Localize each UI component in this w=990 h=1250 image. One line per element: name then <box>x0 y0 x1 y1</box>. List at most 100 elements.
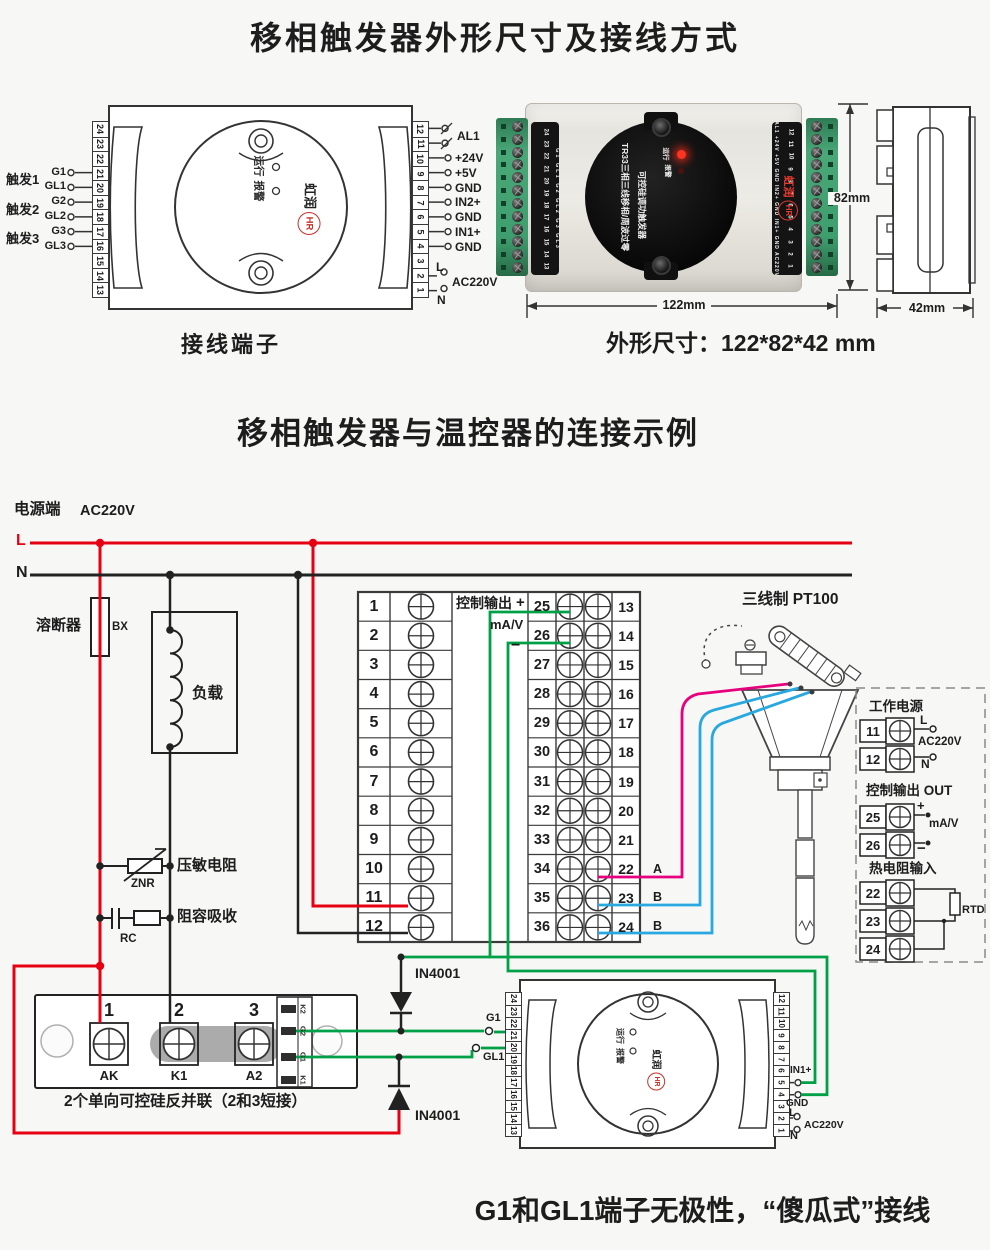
terminal-number: 11 <box>413 137 428 152</box>
terminal-number: 16 <box>506 1088 521 1100</box>
panel-t12: 12 <box>860 753 886 767</box>
screw-icon <box>811 224 822 235</box>
terminal-number: 17 <box>93 224 108 239</box>
terminal-number: 22 <box>535 150 555 162</box>
terminal-number: 20 <box>93 180 108 195</box>
caption-dimensions: 外形尺寸：122*82*42 mm <box>606 331 876 355</box>
screw-icon <box>512 262 523 273</box>
scr-2: 2 <box>160 1001 198 1020</box>
terminal-number: 23 <box>612 884 640 913</box>
green-terminal-row <box>498 158 526 171</box>
terminal-number: 13 <box>93 282 108 297</box>
terminal-number: 15 <box>506 1100 521 1112</box>
screw-icon <box>811 172 822 183</box>
gnd-label: GND <box>455 182 482 195</box>
g1-label: G1 <box>38 167 66 179</box>
wire-b2-label: B <box>653 920 662 933</box>
controller-col-1-12: 123456789101112 <box>358 592 390 942</box>
screw-icon <box>512 236 523 247</box>
gl3-label: GL3 <box>38 241 66 253</box>
green-terminal-row <box>498 184 526 197</box>
fuse-code: BX <box>112 621 128 633</box>
minus-label: − <box>511 638 520 655</box>
t2-alarm-label: 报警 <box>615 1048 626 1064</box>
p24v-label: +24V <box>455 152 483 165</box>
green-terminal-row <box>808 235 836 248</box>
screw-icon <box>512 224 523 235</box>
scr-3: 3 <box>235 1001 273 1020</box>
terminal-number: 14 <box>612 621 640 650</box>
screw-icon <box>512 249 523 260</box>
terminal-number: 8 <box>358 796 390 825</box>
terminal-number: 10 <box>780 150 800 162</box>
screw-icon <box>652 118 671 137</box>
terminal-number: 8 <box>774 1041 789 1053</box>
terminal-number: 25 <box>528 592 556 621</box>
panel-t24: 24 <box>860 943 886 957</box>
photo-model-text2: 可控硅调功触发器 <box>636 171 648 239</box>
t2-in1-label: IN1+ <box>790 1066 811 1077</box>
terminal-number: 2 <box>358 621 390 650</box>
diode-label-bottom: IN4001 <box>415 1108 460 1123</box>
hr-logo-icon: HR <box>647 1073 665 1091</box>
panel-mav: mA/V <box>929 818 958 830</box>
plus-label: + <box>516 595 525 611</box>
terminal-number: 21 <box>612 825 640 854</box>
hr-logo-icon: HR <box>297 212 320 235</box>
screw-icon <box>811 249 822 260</box>
terminal-number: 10 <box>358 854 390 883</box>
terminal-number: 22 <box>93 151 108 166</box>
terminal-number: 16 <box>93 239 108 254</box>
terminal-number: 18 <box>506 1065 521 1077</box>
rc-code: RC <box>120 933 137 945</box>
hr-logo-icon: HR <box>778 201 798 221</box>
wire-a-label: A <box>653 863 662 876</box>
terminal-number: 7 <box>774 1053 789 1065</box>
terminal-number: 1 <box>774 1124 789 1136</box>
footer-note: G1和GL1端子无极性，“傻瓜式”接线 <box>430 1196 975 1225</box>
terminal-number: 36 <box>528 913 556 942</box>
green-terminal-row <box>498 133 526 146</box>
terminal-number: 9 <box>774 1029 789 1041</box>
power-side-label: 电源端 <box>14 502 61 518</box>
line-l-label: L <box>16 533 26 550</box>
terminal-number: 32 <box>528 796 556 825</box>
green-terminal-row <box>498 146 526 159</box>
terminal-number: 22 <box>612 854 640 883</box>
terminal-number: 3 <box>358 650 390 679</box>
gate-k1: K1 <box>299 1075 308 1085</box>
terminal-number: 24 <box>612 913 640 942</box>
terminal-number: 6 <box>413 209 428 224</box>
green-terminal-row <box>808 120 836 133</box>
panel-t25: 25 <box>860 811 886 825</box>
al1-label: AL1 <box>457 130 480 143</box>
terminal-number: 19 <box>93 195 108 210</box>
mav-label: mA/V <box>490 618 523 632</box>
d1-alarm-label: 报警 <box>252 181 267 202</box>
terminal-number: 10 <box>774 1017 789 1029</box>
photo-terminal-block-left <box>496 118 528 276</box>
terminal-number: 14 <box>93 268 108 283</box>
green-terminal-row <box>498 248 526 261</box>
terminal-number: 2 <box>780 248 800 260</box>
screw-icon <box>811 185 822 196</box>
scr-k1: K1 <box>160 1069 198 1083</box>
terminal-number: 33 <box>528 825 556 854</box>
panel-t23: 23 <box>860 915 886 929</box>
pt100-title: 三线制 PT100 <box>742 592 838 608</box>
terminal-number: 20 <box>612 796 640 825</box>
ac220v-label: AC220V <box>452 276 497 289</box>
terminal-number: 19 <box>506 1053 521 1065</box>
terminal-number: 28 <box>528 679 556 708</box>
screw-icon <box>512 147 523 158</box>
terminal-number: 7 <box>413 195 428 210</box>
page-title-2: 移相触发器与温控器的连接示例 <box>0 418 936 451</box>
photo-left-tags: G1 GL1 G2 GL2 G3 GL3 <box>554 148 560 250</box>
terminal-number: 8 <box>413 180 428 195</box>
terminal-number: 5 <box>413 224 428 239</box>
terminal-number: 13 <box>535 260 555 272</box>
terminal-number: 4 <box>413 239 428 254</box>
terminal-number: 26 <box>528 621 556 650</box>
terminal-number: 2 <box>774 1112 789 1124</box>
terminal-number: 2 <box>413 268 428 283</box>
